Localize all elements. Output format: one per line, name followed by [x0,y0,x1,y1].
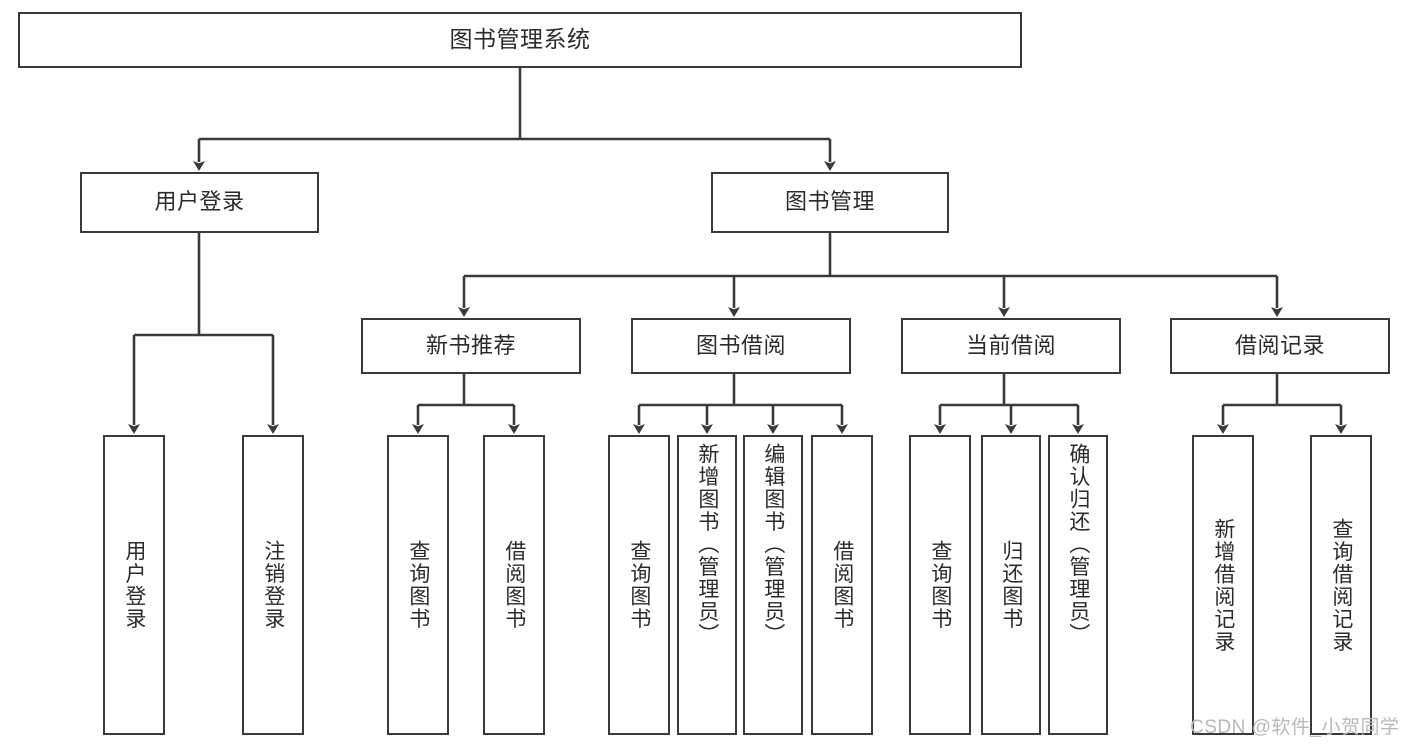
node-leaf-borrow-book-2[interactable]: 借阅图书 [811,435,873,735]
node-leaf-user-logout[interactable]: 注销登录 [242,435,304,735]
node-borrow-record-label: 借阅记录 [1234,332,1325,358]
node-leaf-return-book-label: 归还图书 [999,540,1023,630]
node-leaf-query-book-3[interactable]: 查询图书 [909,435,971,735]
node-book-borrow-label: 图书借阅 [695,332,786,358]
node-leaf-add-borrow-record[interactable]: 新增借阅记录 [1192,435,1254,735]
node-leaf-query-book-3-label: 查询图书 [928,540,952,630]
node-leaf-user-login[interactable]: 用户登录 [103,435,165,735]
node-leaf-add-borrow-record-label: 新增借阅记录 [1211,517,1235,653]
node-book-manage-label: 图书管理 [784,189,875,215]
node-leaf-add-book[interactable]: 新增图书（管理员） [677,435,737,735]
node-leaf-query-book-2[interactable]: 查询图书 [608,435,670,735]
node-leaf-borrow-book-1[interactable]: 借阅图书 [483,435,545,735]
node-user-login-label: 用户登录 [154,189,245,215]
node-book-borrow[interactable]: 图书借阅 [631,318,851,374]
node-book-manage[interactable]: 图书管理 [711,172,949,233]
node-leaf-query-book-1-label: 查询图书 [406,540,430,630]
node-root-label: 图书管理系统 [449,26,591,53]
node-leaf-edit-book[interactable]: 编辑图书（管理员） [743,435,803,735]
node-leaf-borrow-book-2-label: 借阅图书 [830,540,854,630]
node-leaf-user-logout-label: 注销登录 [261,540,285,630]
node-new-book-recommend[interactable]: 新书推荐 [361,318,581,374]
node-current-borrow[interactable]: 当前借阅 [901,318,1121,374]
node-leaf-confirm-return[interactable]: 确认归还（管理员） [1048,435,1108,735]
node-borrow-record[interactable]: 借阅记录 [1170,318,1390,374]
csdn-watermark: CSDN @软件_小贺同学 [1190,717,1400,738]
node-leaf-query-borrow-record-label: 查询借阅记录 [1329,517,1353,653]
node-leaf-query-borrow-record[interactable]: 查询借阅记录 [1310,435,1372,735]
node-root[interactable]: 图书管理系统 [18,12,1022,68]
node-new-book-recommend-label: 新书推荐 [425,332,516,358]
node-leaf-query-book-1[interactable]: 查询图书 [387,435,449,735]
node-leaf-user-login-label: 用户登录 [122,540,146,630]
node-leaf-edit-book-label: 编辑图书（管理员） [761,443,785,646]
node-current-borrow-label: 当前借阅 [965,332,1056,358]
node-user-login[interactable]: 用户登录 [80,172,319,233]
node-leaf-return-book[interactable]: 归还图书 [981,435,1041,735]
node-leaf-add-book-label: 新增图书（管理员） [695,443,719,646]
node-leaf-confirm-return-label: 确认归还（管理员） [1066,443,1090,646]
node-leaf-borrow-book-1-label: 借阅图书 [502,540,526,630]
node-leaf-query-book-2-label: 查询图书 [627,540,651,630]
